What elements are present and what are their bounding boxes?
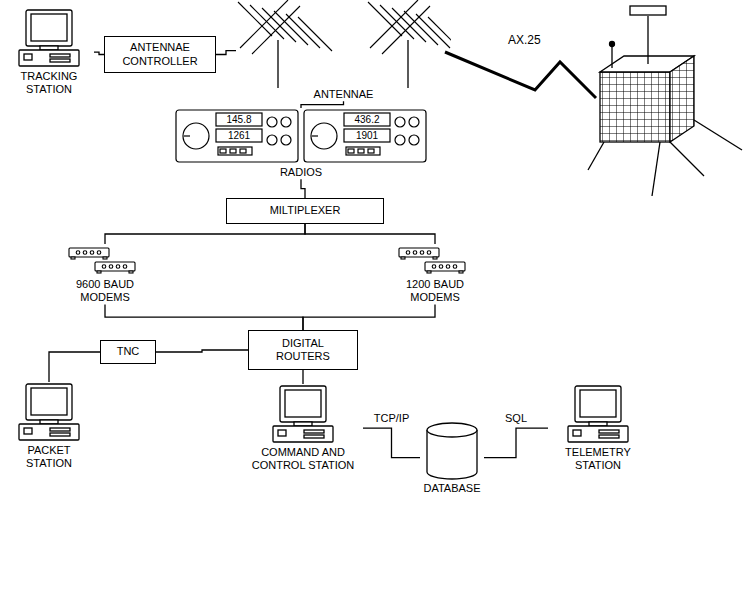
edge-label: SQL (503, 412, 529, 425)
computer-station: TELEMETRY STATION (548, 384, 648, 472)
connector-line (302, 370, 303, 384)
process-box: ANTENNAE CONTROLLER (104, 36, 216, 73)
node-label: MILTIPLEXER (270, 204, 341, 217)
frequency-display: 1261 (216, 129, 262, 142)
connector-line (303, 304, 435, 330)
frequency-display: 145.8 (216, 113, 262, 126)
edge-label: TCP/IP (372, 412, 411, 425)
connector-line (301, 101, 344, 108)
frequency-display: 436.2 (344, 113, 390, 126)
database-icon (423, 420, 481, 482)
connector-line (301, 179, 305, 198)
node-label: ANTENNAE (236, 88, 451, 101)
modem-group: 9600 BAUD MODEMS (60, 244, 150, 304)
radio-icon (172, 108, 430, 166)
node-label: RADIOS (172, 166, 430, 179)
node-label: TRACKING STATION (4, 70, 94, 96)
computer-station: TRACKING STATION (4, 8, 94, 96)
modem-icon (65, 244, 145, 278)
node-label: 9600 BAUD MODEMS (60, 278, 150, 304)
process-box: MILTIPLEXER (226, 198, 384, 224)
database-cylinder: DATABASE (420, 420, 484, 495)
radio-link (445, 52, 596, 98)
modem-icon (395, 244, 475, 278)
computer-icon (565, 384, 631, 446)
node-label: COMMAND AND CONTROL STATION (243, 446, 363, 472)
connector-line (484, 428, 548, 457)
computer-icon (16, 382, 82, 444)
node-label: TNC (117, 345, 140, 358)
connector-line (94, 52, 104, 54)
node-label: DATABASE (420, 482, 484, 495)
antenna-pair: ANTENNAE (236, 0, 451, 101)
connector-line (216, 51, 236, 55)
computer-station: PACKET STATION (4, 382, 94, 470)
modem-group: 1200 BAUD MODEMS (390, 244, 480, 304)
process-box: TNC (100, 340, 156, 364)
connector-line (156, 350, 248, 352)
connector-line (49, 352, 100, 382)
computer-icon (16, 8, 82, 70)
computer-icon (270, 384, 336, 446)
connector-line (305, 224, 435, 244)
node-label: ANTENNAE CONTROLLER (113, 41, 207, 67)
link-label: AX.25 (506, 34, 543, 47)
computer-station: COMMAND AND CONTROL STATION (243, 384, 363, 472)
process-box: DIGITAL ROUTERS (248, 330, 358, 370)
antenna-icon (236, 0, 451, 88)
node-label: TELEMETRY STATION (548, 446, 648, 472)
node-label: 1200 BAUD MODEMS (390, 278, 480, 304)
node-label: DIGITAL ROUTERS (257, 337, 349, 363)
connector-line (105, 224, 305, 244)
node-label: PACKET STATION (4, 444, 94, 470)
connector-line (363, 428, 420, 457)
connector-line (105, 304, 303, 330)
frequency-display: 1901 (344, 129, 390, 142)
radio-pair: 145.8 1261 436.2 1901RADIOS (172, 108, 430, 179)
